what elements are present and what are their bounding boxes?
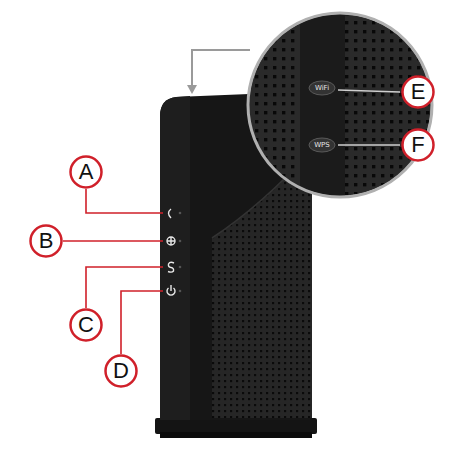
phone-icon (169, 209, 172, 218)
callout-ring (403, 130, 434, 161)
wps-button (309, 138, 335, 152)
internet-icon (167, 237, 175, 245)
callout-circle: F (401, 128, 435, 162)
callout-letter: F (411, 134, 424, 156)
router-stand (155, 418, 317, 434)
callout-letter: B (39, 230, 54, 252)
magnifier-view (240, 10, 440, 200)
callout-circle: B (29, 224, 63, 258)
callout-ring (31, 226, 62, 257)
leader-lines (63, 189, 163, 354)
leader-line (121, 291, 163, 354)
magnifier-leaders (338, 90, 400, 145)
stand-foot (160, 432, 312, 438)
callout-circle: A (69, 155, 103, 189)
service-icon (168, 262, 174, 272)
callout-ring (403, 77, 434, 108)
zoom-arrowhead (187, 85, 197, 94)
zoom-pointer (192, 50, 250, 86)
callout-ring (71, 310, 102, 341)
power-icon-bar (170, 285, 171, 291)
leader-line (86, 189, 163, 213)
leader-line (63, 240, 163, 242)
leader-line (86, 267, 163, 308)
callout-circle: D (104, 354, 138, 388)
callout-circle: E (401, 75, 435, 109)
callout-letter: E (411, 81, 426, 103)
leader-line (338, 144, 400, 145)
button-label: WPS (314, 142, 330, 149)
led-dots (179, 212, 182, 293)
speaker-grille (212, 150, 312, 418)
button-label: WiFi (315, 85, 329, 92)
callout-ring (106, 356, 137, 387)
magnifier-ring (248, 13, 432, 197)
wifi-button (309, 81, 335, 95)
leader-line (338, 90, 400, 92)
callout-letter: A (79, 161, 94, 183)
callout-letter: C (78, 314, 94, 336)
callout-ring (71, 157, 102, 188)
router-front-edge (160, 96, 190, 420)
callout-circle: C (69, 308, 103, 342)
internet-icon-cross (167, 237, 175, 245)
callout-letter: D (113, 360, 129, 382)
status-icons (167, 209, 175, 295)
